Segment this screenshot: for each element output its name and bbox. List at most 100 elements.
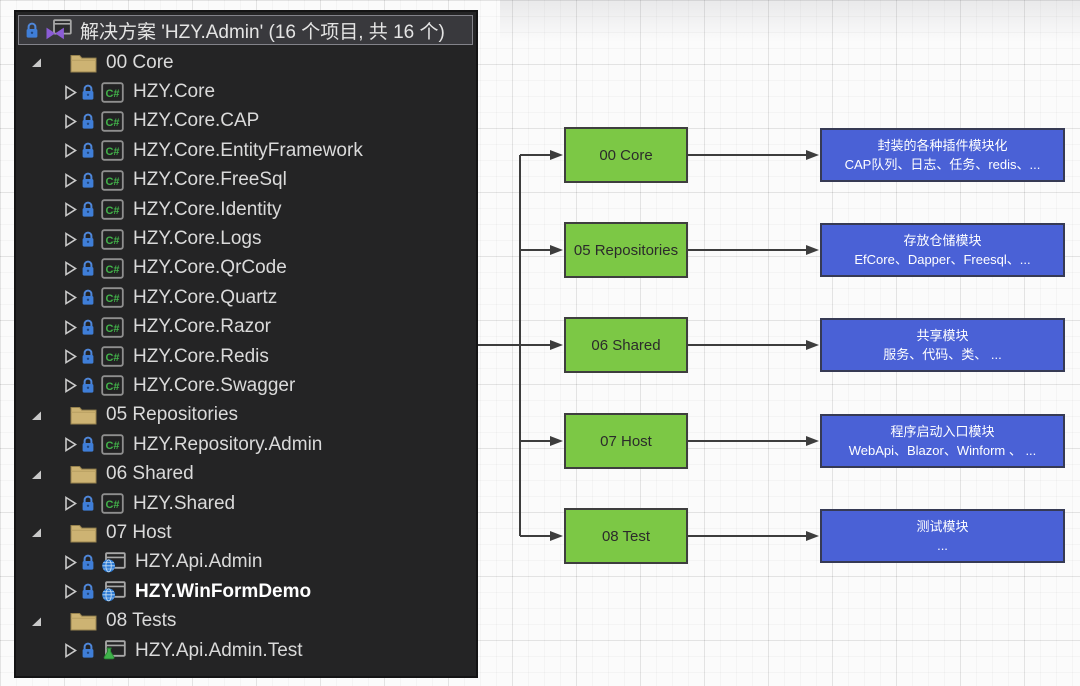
tree-item-hzy-core-quartz[interactable]: HZY.Core.Quartz [16,283,476,312]
tree-item-07-host[interactable]: 07 Host [16,518,476,547]
diagram-node-label: 05 Repositories [573,241,679,259]
chevron-collapsed-icon[interactable] [64,143,80,158]
tree-item-08-tests[interactable]: 08 Tests [16,606,476,635]
chevron-collapsed-icon[interactable] [64,85,80,100]
chevron-collapsed-icon[interactable] [64,349,80,364]
tree-item-hzy-winformdemo[interactable]: HZY.WinFormDemo [16,577,476,606]
chevron-collapsed-icon[interactable] [64,378,80,393]
chevron-collapsed-icon[interactable] [64,320,80,335]
tree-item-label: HZY.Core.Razor [133,316,271,338]
lock-icon [81,319,95,336]
lock-icon [81,172,95,189]
diagram-node-00-core[interactable]: 00 Core [564,127,688,183]
chevron-collapsed-icon[interactable] [64,290,80,305]
tree-item-hzy-core-logs[interactable]: HZY.Core.Logs [16,224,476,253]
arrowhead-icon [550,340,563,350]
diagram-desc-05-repositories[interactable]: 存放仓储模块 EfCore、Dapper、Freesql、... [820,223,1065,277]
folder-icon [70,464,97,484]
tree-item-label: HZY.Repository.Admin [133,433,323,455]
diagram-desc-06-shared[interactable]: 共享模块 服务、代码、类、 ... [820,318,1065,372]
tree-item-label: HZY.Shared [133,492,236,514]
tree-item-hzy-core-swagger[interactable]: HZY.Core.Swagger [16,371,476,400]
arrowhead-icon [806,340,819,350]
chevron-expanded-icon[interactable] [29,614,45,629]
tree-item-label: HZY.Core [133,81,216,103]
tree-item-00-core[interactable]: 00 Core [16,48,476,77]
tree-item-hzy-core-freesql[interactable]: HZY.Core.FreeSql [16,166,476,195]
csharp-project-icon [101,317,124,338]
diagram-desc-00-core[interactable]: 封装的各种插件模块化 CAP队列、日志、任务、redis、... [820,128,1065,182]
chevron-collapsed-icon[interactable] [64,555,80,570]
tree-item-hzy-repository-admin[interactable]: HZY.Repository.Admin [16,430,476,459]
tree-item-hzy-core[interactable]: HZY.Core [16,77,476,106]
lock-icon [81,142,95,159]
chevron-collapsed-icon[interactable] [64,261,80,276]
chevron-collapsed-icon[interactable] [64,437,80,452]
chevron-collapsed-icon[interactable] [64,173,80,188]
tree-item-label: HZY.WinFormDemo [135,580,312,602]
diagram-node-07-host[interactable]: 07 Host [564,413,688,469]
diagram-desc-line1: 共享模块 [916,328,969,343]
arrowhead-icon [806,245,819,255]
solution-root-item[interactable]: 解决方案 'HZY.Admin' (16 个项目, 共 16 个) [18,15,473,45]
tree-item-hzy-api-admin[interactable]: HZY.Api.Admin [16,548,476,577]
tree-item-label: HZY.Core.Identity [133,198,282,220]
diagram-node-06-shared[interactable]: 06 Shared [564,317,688,373]
diagram-desc-line2: 服务、代码、类、 ... [883,347,1002,362]
tree-item-hzy-core-identity[interactable]: HZY.Core.Identity [16,195,476,224]
tree-item-label: HZY.Api.Admin [135,551,263,573]
csharp-project-icon [101,170,124,191]
chevron-collapsed-icon[interactable] [64,114,80,129]
tree-item-hzy-core-razor[interactable]: HZY.Core.Razor [16,313,476,342]
tree-item-hzy-core-redis[interactable]: HZY.Core.Redis [16,342,476,371]
tree-item-hzy-core-cap[interactable]: HZY.Core.CAP [16,107,476,136]
diagram-desc-line2: EfCore、Dapper、Freesql、... [854,252,1031,267]
arrowhead-icon [806,150,819,160]
csharp-project-icon [101,434,124,455]
tree-item-hzy-core-entityframework[interactable]: HZY.Core.EntityFramework [16,136,476,165]
tree-item-label: HZY.Core.FreeSql [133,169,287,191]
lock-icon [81,113,95,130]
visual-studio-solution-icon [45,19,72,41]
chevron-expanded-icon[interactable] [29,408,45,423]
arrowhead-icon [550,531,563,541]
tree-item-hzy-api-admin-test[interactable]: HZY.Api.Admin.Test [16,636,476,665]
chevron-collapsed-icon[interactable] [64,643,80,658]
chevron-collapsed-icon[interactable] [64,496,80,511]
csharp-project-icon [101,375,124,396]
chevron-collapsed-icon[interactable] [64,202,80,217]
diagram-desc-line2: CAP队列、日志、任务、redis、... [844,157,1041,172]
csharp-project-icon [101,258,124,279]
diagram-desc-line1: 封装的各种插件模块化 [877,138,1008,153]
tree-item-hzy-shared[interactable]: HZY.Shared [16,489,476,518]
chevron-expanded-icon[interactable] [29,55,45,70]
arrowhead-icon [550,150,563,160]
folder-icon [70,53,97,73]
tree-item-label: HZY.Core.CAP [133,110,260,132]
chevron-collapsed-icon[interactable] [64,584,80,599]
chevron-expanded-icon[interactable] [29,467,45,482]
lock-icon [81,436,95,453]
arrowhead-icon [550,245,563,255]
csharp-project-icon [101,493,124,514]
diagram-node-05-repositories[interactable]: 05 Repositories [564,222,688,278]
diagram-desc-08-test[interactable]: 测试模块 ... [820,509,1065,563]
solution-title: 解决方案 'HZY.Admin' (16 个项目, 共 16 个) [80,21,445,43]
arrowhead-icon [550,436,563,446]
folder-icon [70,405,97,425]
csharp-project-icon [101,346,124,367]
tree-item-hzy-core-qrcode[interactable]: HZY.Core.QrCode [16,254,476,283]
tree-item-06-shared[interactable]: 06 Shared [16,459,476,488]
chevron-collapsed-icon[interactable] [64,232,80,247]
tree-item-label: 05 Repositories [106,404,239,426]
diagram-node-label: 08 Test [601,527,651,545]
folder-icon [70,611,97,631]
chevron-expanded-icon[interactable] [29,525,45,540]
diagram-node-08-test[interactable]: 08 Test [564,508,688,564]
tree-item-label: 08 Tests [106,610,177,632]
lock-icon [81,642,95,659]
csharp-project-icon [101,229,124,250]
tree-item-05-repositories[interactable]: 05 Repositories [16,401,476,430]
diagram-desc-07-host[interactable]: 程序启动入口模块 WebApi、Blazor、Winform 、 ... [820,414,1065,468]
